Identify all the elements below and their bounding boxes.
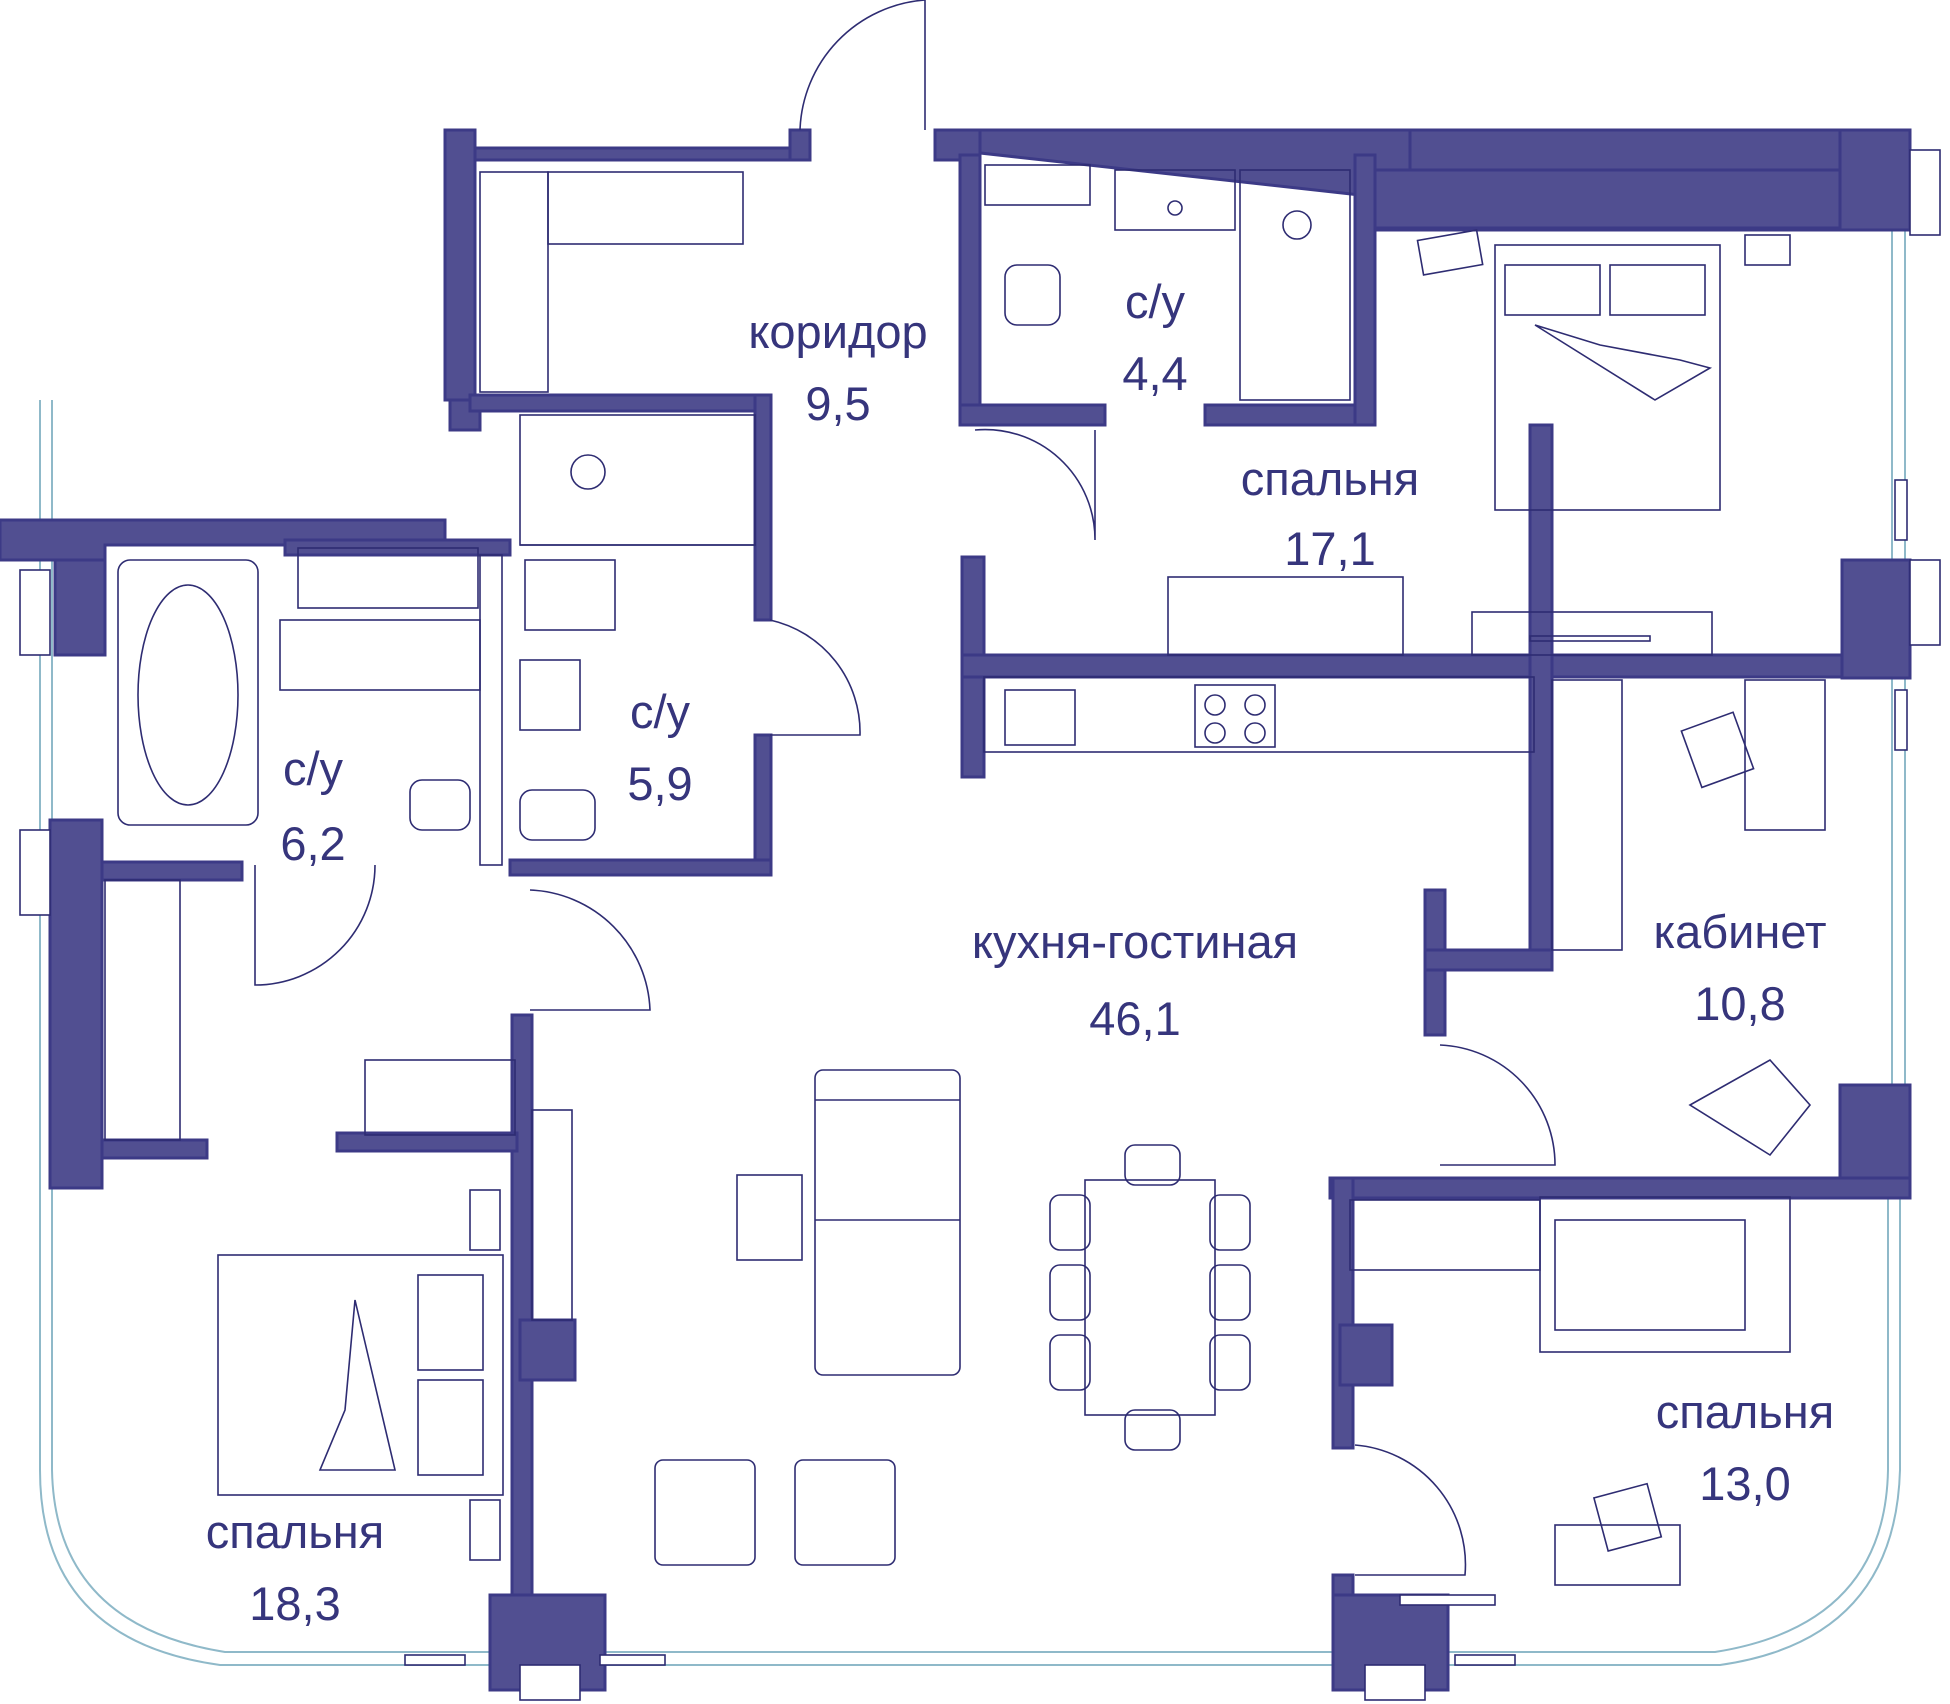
room-area: 10,8 (1694, 977, 1785, 1030)
room-name: спальня (1241, 452, 1419, 505)
room-area: 4,4 (1122, 347, 1187, 400)
room-bath-4: с/у 4,4 (1122, 275, 1187, 400)
room-name: с/у (283, 742, 344, 795)
room-labels: коридор 9,5 с/у 4,4 спальня 17,1 с/у 5,9… (206, 275, 1834, 1630)
room-name: коридор (748, 305, 927, 358)
room-name: спальня (206, 1505, 384, 1558)
room-bedroom-17: спальня 17,1 (1241, 452, 1419, 575)
room-corridor: коридор 9,5 (748, 305, 927, 430)
room-area: 46,1 (1089, 992, 1180, 1045)
room-kitchen-living: кухня-гостиная 46,1 (972, 915, 1298, 1045)
room-area: 13,0 (1699, 1457, 1790, 1510)
room-bedroom-18: спальня 18,3 (206, 1505, 384, 1630)
room-area: 18,3 (249, 1577, 340, 1630)
room-name: кабинет (1654, 905, 1827, 958)
room-area: 17,1 (1284, 522, 1375, 575)
room-name: спальня (1656, 1385, 1834, 1438)
room-bedroom-13: спальня 13,0 (1656, 1385, 1834, 1510)
room-name: с/у (1125, 275, 1186, 328)
walls (0, 128, 1912, 1692)
room-area: 5,9 (627, 757, 692, 810)
room-name: с/у (630, 685, 691, 738)
room-bath-5: с/у 5,9 (627, 685, 692, 810)
room-area: 6,2 (280, 817, 345, 870)
room-bath-6: с/у 6,2 (280, 742, 345, 870)
room-area: 9,5 (805, 377, 870, 430)
room-study: кабинет 10,8 (1654, 905, 1827, 1030)
room-name: кухня-гостиная (972, 915, 1298, 968)
interior-lines (19, 0, 1941, 1701)
